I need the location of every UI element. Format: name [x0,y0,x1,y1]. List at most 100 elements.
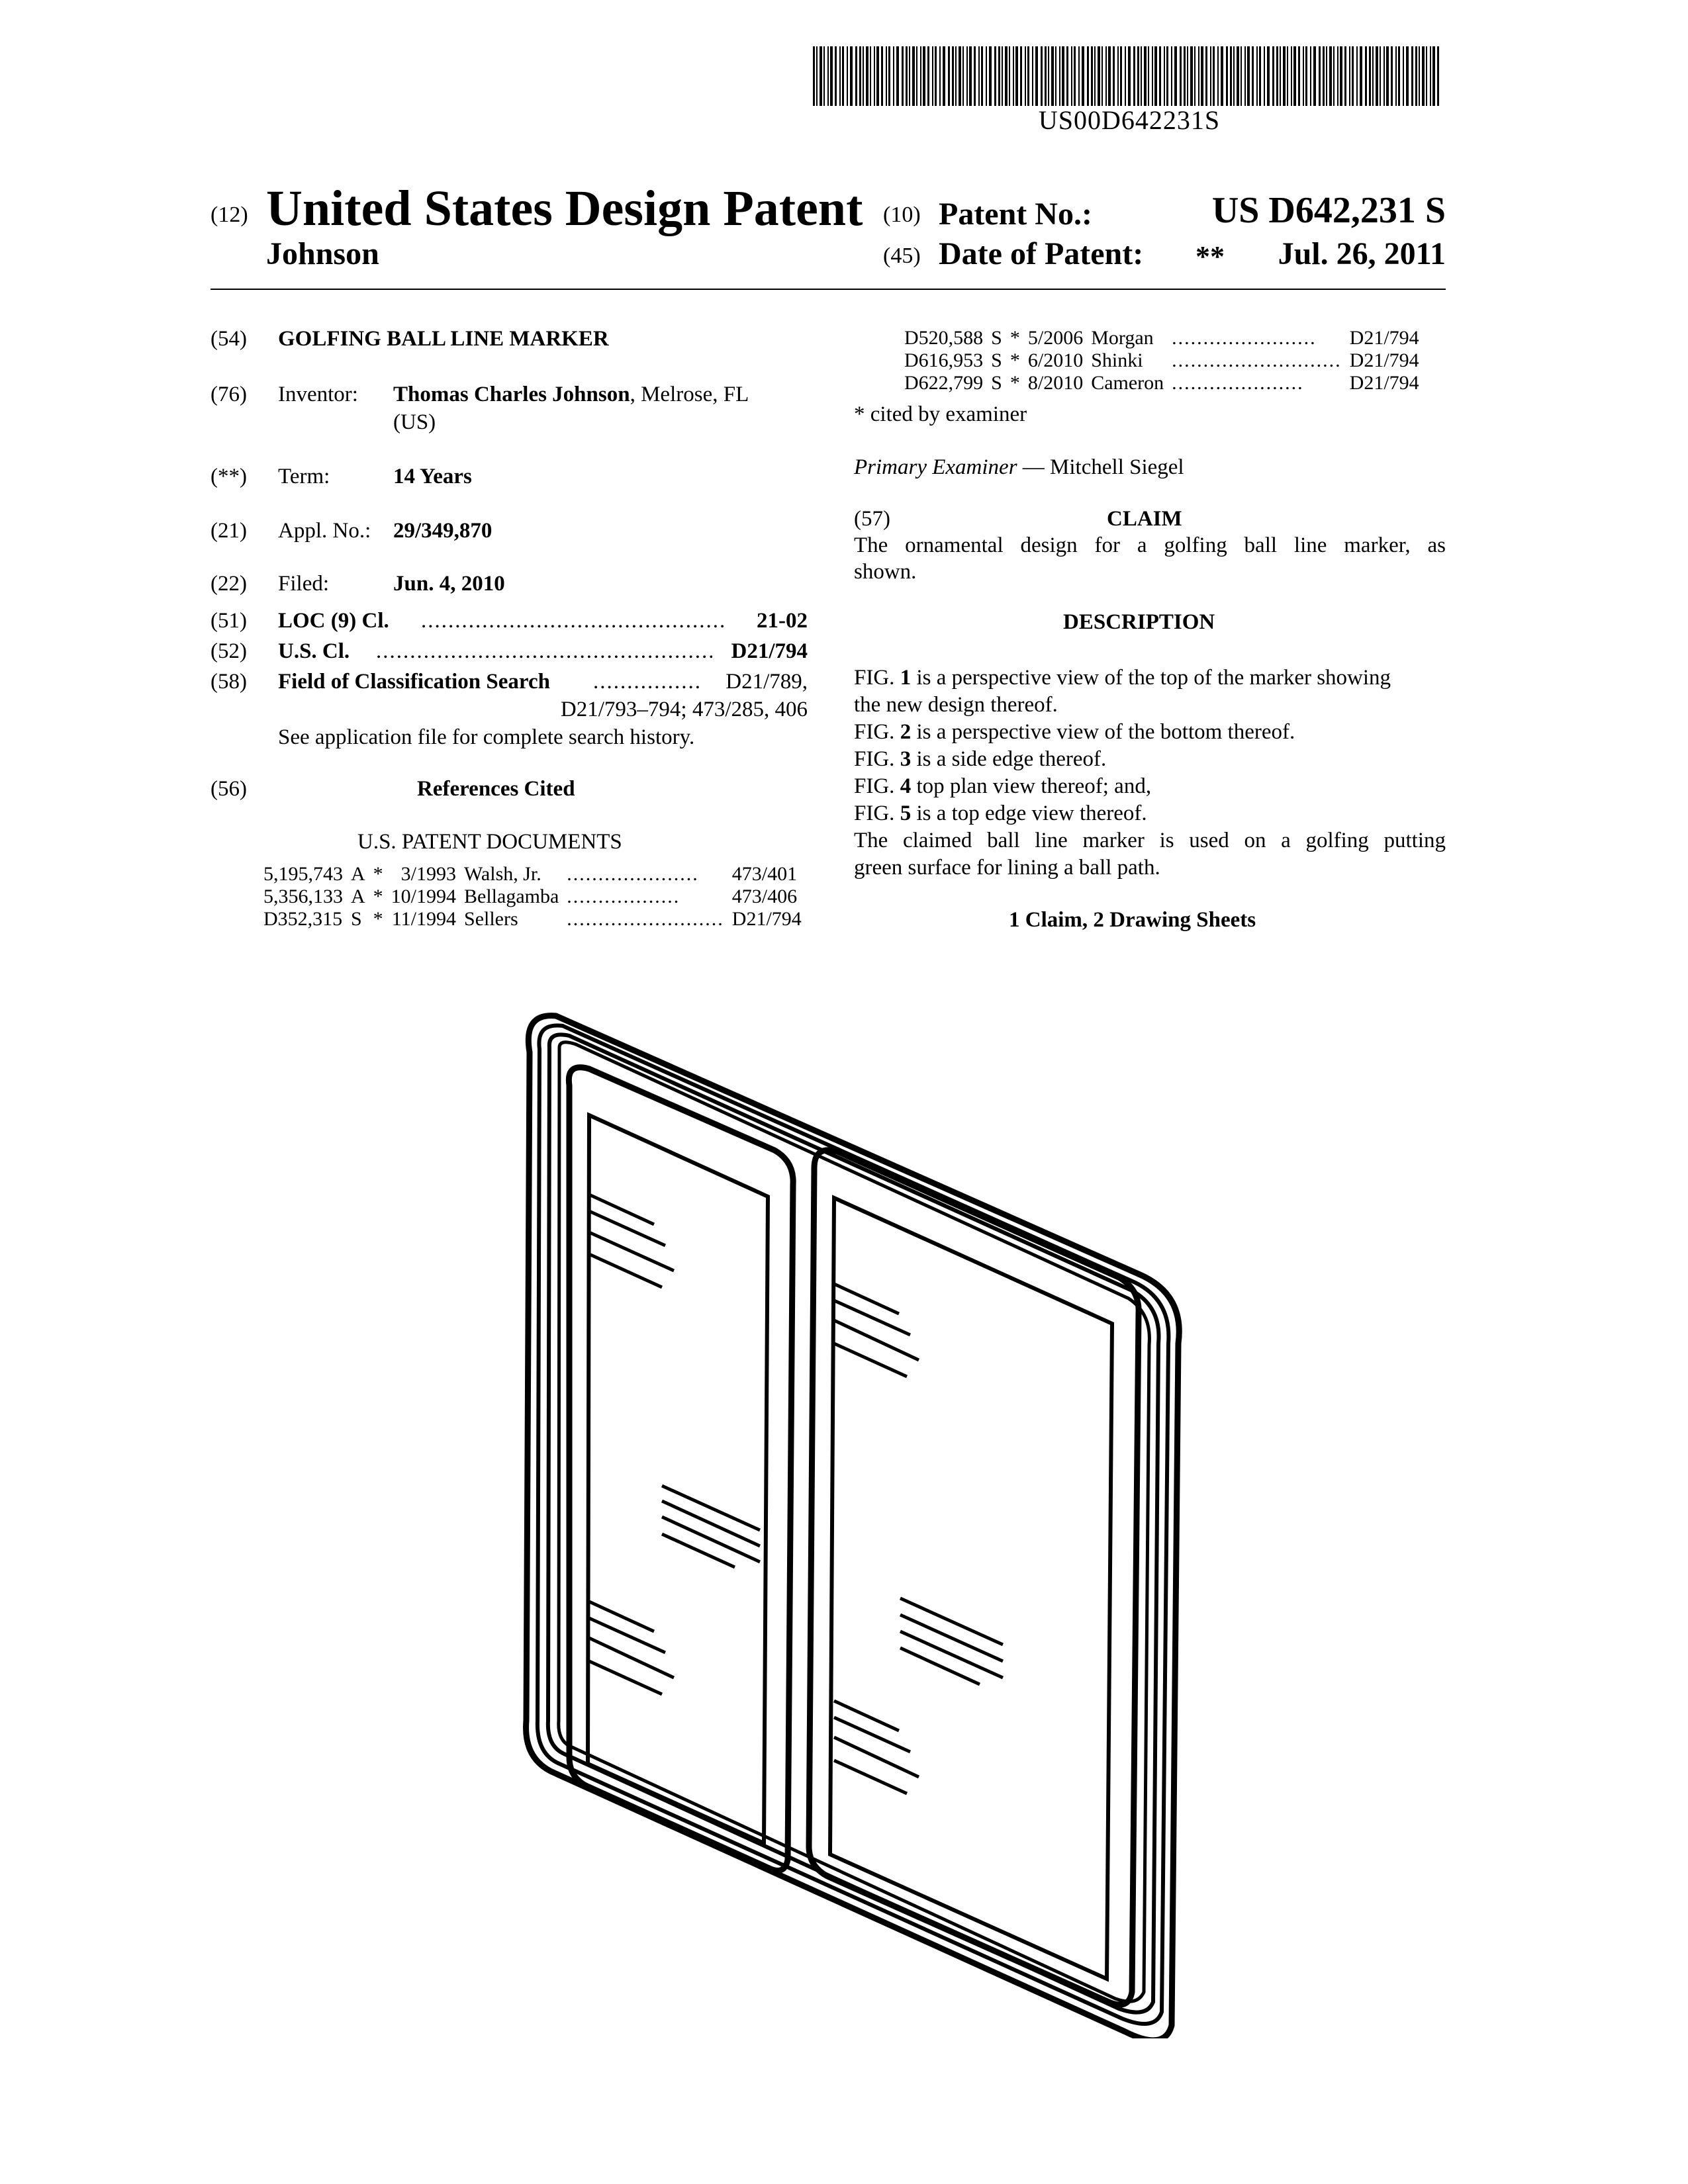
barcode-bar [1159,46,1161,106]
ref-name: Sellers [460,908,563,931]
barcode-bar [939,46,941,106]
description-line: The claimed ball line marker is used on … [854,830,1446,857]
loc-label: LOC (9) Cl. [278,610,389,632]
design-drawing-figure [503,999,1185,2038]
barcode-bar [1180,46,1182,106]
barcode-bar [1210,46,1211,106]
field-value-2: D21/793–794; 473/285, 406 [561,699,808,721]
barcode-bar [870,46,871,106]
description-line: FIG. 1 is a perspective view of the top … [854,667,1446,694]
barcode-bar [816,46,818,106]
barcode-bar [1380,46,1381,106]
page-title: United States Design Patent [266,180,863,238]
marker-rim-layer [559,1042,1150,2001]
barcode-bar [855,46,857,106]
barcode-bar [876,46,879,106]
examiner-label: Primary Examiner [854,455,1017,479]
patent-no-label: Patent No.: [939,196,1092,232]
barcode-bar [998,46,1000,106]
barcode-bar [1082,46,1084,106]
barcode [813,46,1446,106]
ref-leader: ........................... [1168,349,1346,372]
ref-class: D21/794 [1346,327,1423,349]
barcode-bar [866,46,868,106]
barcode-bar [1310,46,1311,106]
hatching [589,1195,1003,1794]
loc-value: 21-02 [757,610,808,632]
ref-kind: A [347,886,369,908]
barcode-bar [896,46,899,106]
barcode-bar [916,46,917,106]
field-leader: ...................... [593,671,700,693]
date-mark: ** [1196,240,1225,273]
barcode-bar [1376,46,1378,106]
inventor-line: Thomas Charles Johnson, Melrose, FL [393,384,749,406]
barcode-bar [902,46,904,106]
barcode-bar [1291,46,1292,106]
barcode-bar [1233,46,1235,106]
ref-date: 6/2010 [1024,349,1087,372]
barcode-bar [1032,46,1033,106]
barcode-bar [1164,46,1165,106]
barcode-bar [1108,46,1111,106]
ref-leader: ..................... [1168,372,1346,394]
barcode-bar [859,46,861,106]
barcode-bar [1144,46,1147,106]
reference-row: 5,356,133 A * 10/1994 Bellagamba .......… [259,886,806,908]
barcode-bar [1009,46,1010,106]
ref-date: 11/1994 [387,908,460,931]
barcode-bar [823,46,825,106]
ref-class: D21/794 [1346,349,1423,372]
examiner-dash: — [1017,455,1051,479]
barcode-bar [1041,46,1043,106]
field-label: Field of Classification Search [278,671,550,693]
ref-star: * [1006,327,1024,349]
inventor-name: Thomas Charles Johnson [393,383,630,406]
barcode-bar [1319,46,1321,106]
left-panel-frame [569,1068,793,1871]
barcode-bar [1259,46,1261,106]
barcode-bar [1415,46,1417,106]
inventor-code: (76) [211,384,247,406]
refs-code: (56) [211,778,247,800]
reference-row: D352,315 S * 11/1994 Sellers ...........… [259,908,806,931]
barcode-bar [850,46,853,106]
ref-number: D520,588 [900,327,987,349]
ref-date: 3/1993 [387,863,460,886]
barcode-bar [1154,46,1157,106]
ref-number: D622,799 [900,372,987,394]
barcode-bar [1148,46,1149,106]
barcode-bar [981,46,983,106]
barcode-bar [923,46,925,106]
barcode-bar [943,46,945,106]
barcode-bar [1369,46,1371,106]
refs-title: References Cited [417,778,575,800]
barcode-bar [835,46,837,106]
ref-date: 5/2006 [1024,327,1087,349]
barcode-bar [1340,46,1342,106]
barcode-bar [1071,46,1072,106]
barcode-bar [1430,46,1431,106]
barcode-bar [1025,46,1026,106]
examiner-name: Mitchell Siegel [1050,455,1184,479]
barcode-bar [1205,46,1207,106]
description-title: DESCRIPTION [1063,612,1215,633]
field-code: (58) [211,671,247,693]
ref-star: * [1006,372,1024,394]
barcode-bar [1237,46,1239,106]
barcode-bar [1252,46,1254,106]
barcode-bar [1247,46,1250,106]
barcode-bar [1125,46,1126,106]
filed-code: (22) [211,573,247,595]
barcode-bar [1184,46,1186,106]
barcode-bar [1398,46,1400,106]
field-note: See application file for complete search… [278,727,694,749]
ref-name: Shinki [1087,349,1168,372]
barcode-bar [1298,46,1300,106]
barcode-bar [1293,46,1296,106]
inventor-surname: Johnson [266,236,379,272]
patent-date: Jul. 26, 2011 [1278,236,1446,272]
inventor-place: , Melrose, FL [630,383,749,406]
ref-leader: ......................... [563,908,728,931]
filed-date: Jun. 4, 2010 [393,573,505,595]
